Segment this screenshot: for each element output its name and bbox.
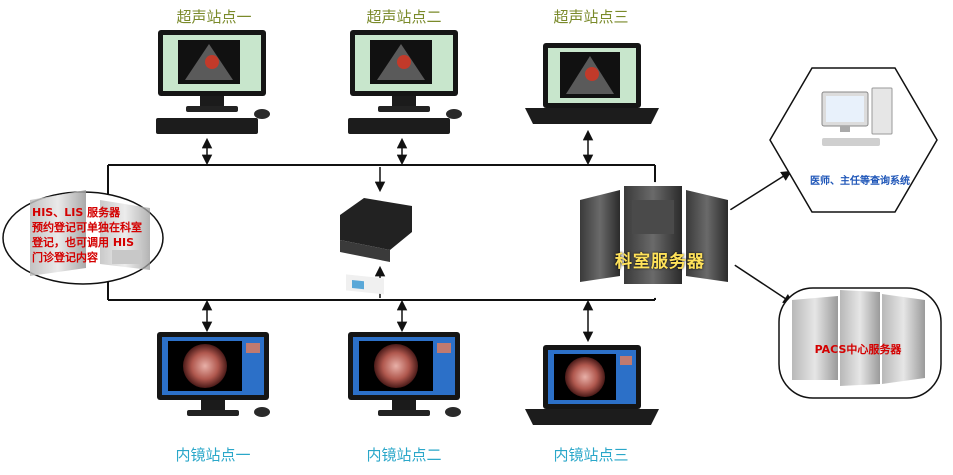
his-server-label: HIS、LIS 服务器 预约登记可单独在科室登记，也可调用 HIS 门诊登记内容 bbox=[32, 206, 142, 264]
endoscope-label-2: 内镜站点二 bbox=[366, 446, 441, 464]
ultrasound-label-2: 超声站点二 bbox=[366, 8, 441, 26]
query-system-label: 医师、主任等查询系统 bbox=[810, 176, 910, 187]
endoscope-station-1 bbox=[157, 332, 270, 417]
dept-server-label: 科室服务器 bbox=[615, 252, 705, 272]
ultrasound-station-2 bbox=[348, 30, 462, 134]
ultrasound-label-group: 超声站点一 超声站点二 超声站点三 bbox=[176, 8, 628, 26]
endoscope-station-3 bbox=[525, 345, 659, 425]
pacs-server-node bbox=[778, 287, 942, 399]
endoscope-label-3: 内镜站点三 bbox=[553, 446, 628, 464]
ultrasound-label-1: 超声站点一 bbox=[176, 8, 251, 26]
endoscope-station-2 bbox=[348, 332, 461, 417]
ultrasound-station-3 bbox=[525, 43, 659, 124]
pacs-server-label: PACS中心服务器 bbox=[814, 343, 902, 356]
printer-icon bbox=[340, 198, 412, 295]
endoscope-label-group: 内镜站点一 内镜站点二 内镜站点三 bbox=[175, 446, 628, 464]
query-system-node bbox=[769, 67, 938, 213]
ultrasound-label-3: 超声站点三 bbox=[553, 8, 628, 26]
endoscope-label-1: 内镜站点一 bbox=[175, 446, 250, 464]
ultrasound-station-1 bbox=[156, 30, 270, 134]
dept-server-node bbox=[560, 182, 744, 298]
his-server-node bbox=[2, 190, 164, 285]
